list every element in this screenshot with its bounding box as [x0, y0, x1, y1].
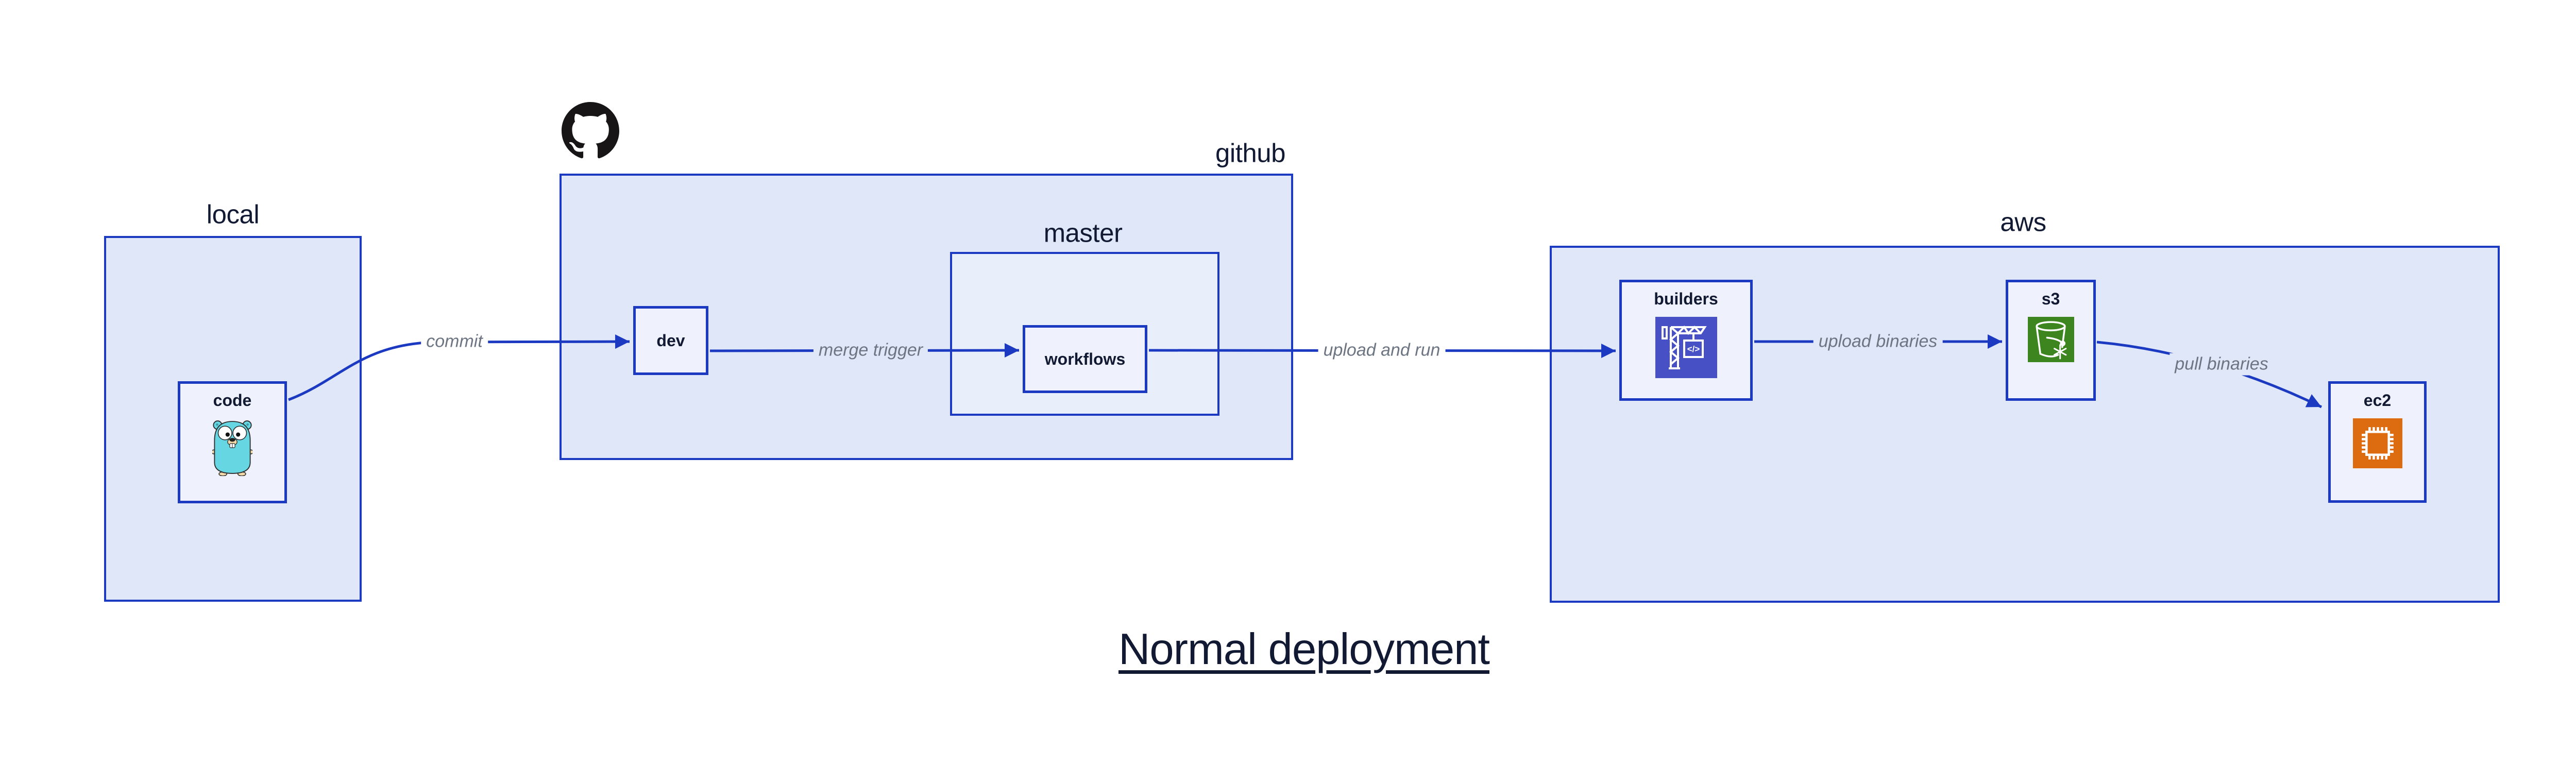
- github-container-label: github: [1215, 138, 1285, 168]
- github-octocat-icon: [562, 102, 619, 159]
- local-container-label: local: [206, 199, 260, 229]
- node-s3: s3: [2006, 280, 2096, 401]
- node-code: code: [178, 381, 287, 503]
- go-gopher-icon: [212, 420, 252, 476]
- node-ec2: ec2: [2328, 381, 2427, 503]
- svg-text:</>: </>: [1687, 344, 1700, 354]
- aws-container-label: aws: [2000, 207, 2046, 237]
- diagram-title: Normal deployment: [1118, 625, 1490, 674]
- edge-label-merge-trigger: merge trigger: [813, 339, 928, 362]
- master-container-label: master: [1043, 218, 1123, 248]
- node-s3-label: s3: [2041, 290, 2060, 308]
- node-ec2-label: ec2: [2363, 391, 2392, 410]
- edge-label-pull-binaries: pull binaries: [2170, 353, 2274, 376]
- aws-s3-glacier-icon: [2027, 317, 2074, 362]
- node-dev: dev: [633, 306, 708, 375]
- node-workflows: workflows: [1023, 325, 1147, 393]
- aws-ec2-icon: [2352, 418, 2402, 468]
- edge-label-upload-and-run: upload and run: [1318, 339, 1446, 362]
- aws-codebuild-icon: </>: [1655, 317, 1717, 378]
- node-code-label: code: [213, 391, 252, 410]
- node-builders: builders </>: [1619, 280, 1753, 401]
- node-dev-label: dev: [656, 331, 685, 350]
- node-workflows-label: workflows: [1044, 349, 1126, 368]
- edge-label-commit: commit: [421, 330, 488, 353]
- node-builders-label: builders: [1654, 290, 1718, 308]
- edge-label-upload-binaries: upload binaries: [1813, 330, 1943, 353]
